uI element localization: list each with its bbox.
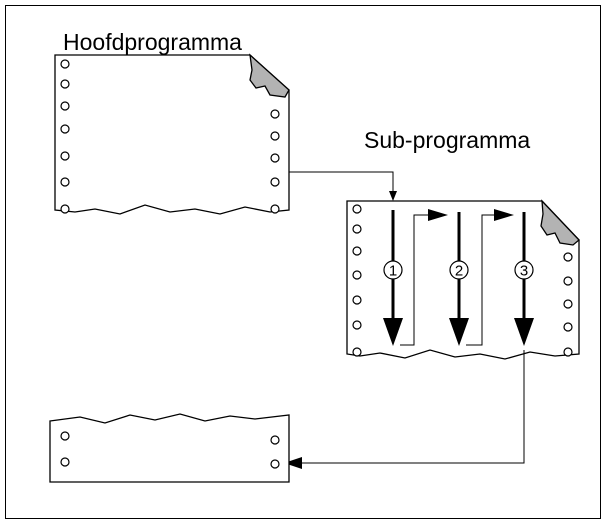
step-2-arrow: 2 [449, 212, 469, 346]
main-program-label: Hoofdprogramma [63, 29, 242, 55]
page-curl-icon [540, 199, 580, 246]
continuation-sheet [49, 413, 290, 483]
page-curl-icon [249, 53, 290, 98]
sub-program-sheet [346, 199, 580, 360]
sub-program-label: Sub-programma [364, 127, 530, 153]
step-number: 1 [389, 263, 397, 280]
main-program-sheet [54, 53, 290, 215]
transfer-arrowhead [428, 209, 448, 221]
step-3-arrow: 3 [514, 212, 534, 346]
step-1-arrow: 1 [383, 210, 403, 346]
transfer-arrowhead [494, 209, 514, 221]
step-number: 3 [520, 263, 528, 280]
return-arrowhead [284, 457, 302, 469]
return-connector [302, 350, 525, 464]
transfer-connector-1-2 [400, 214, 428, 346]
call-connector-arrow [289, 171, 397, 201]
diagram-border [5, 5, 601, 519]
transfer-connector-2-3 [466, 214, 494, 346]
step-number: 2 [455, 263, 463, 280]
